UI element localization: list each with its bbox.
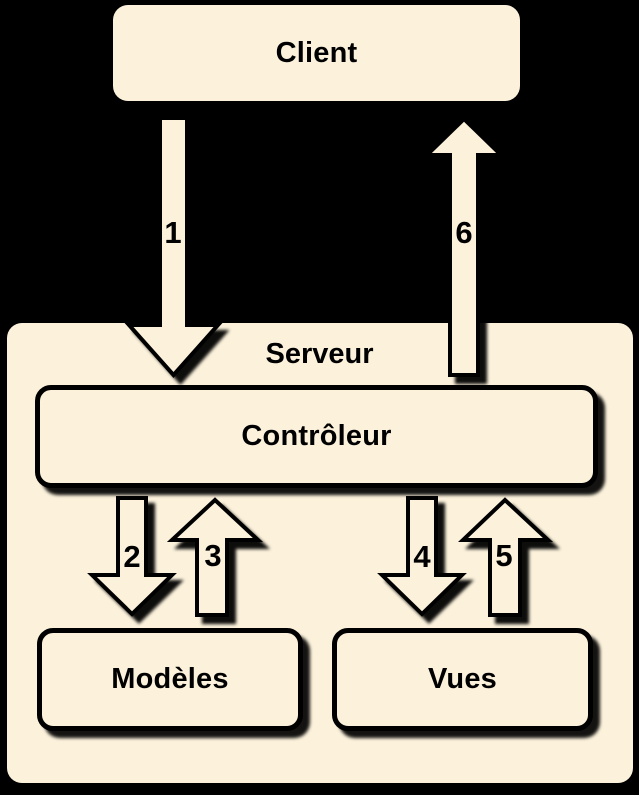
node-controleur: Contrôleur: [35, 385, 598, 488]
node-client-label: Client: [275, 36, 358, 69]
arrow-3-label: 3: [204, 538, 222, 573]
arrow-2-label: 2: [123, 539, 141, 574]
node-serveur-label: Serveur: [265, 338, 374, 370]
arrow-6-label: 6: [455, 215, 473, 250]
arrow-5-label: 5: [495, 538, 513, 573]
arrow-4-label: 4: [413, 539, 431, 574]
node-modeles-label: Modèles: [111, 663, 229, 695]
node-controleur-label: Contrôleur: [241, 420, 392, 452]
node-modeles: Modèles: [37, 628, 303, 731]
node-client: Client: [113, 5, 520, 101]
node-vues-label: Vues: [427, 663, 498, 695]
arrow-1-label: 1: [164, 215, 182, 250]
node-vues: Vues: [332, 628, 593, 731]
